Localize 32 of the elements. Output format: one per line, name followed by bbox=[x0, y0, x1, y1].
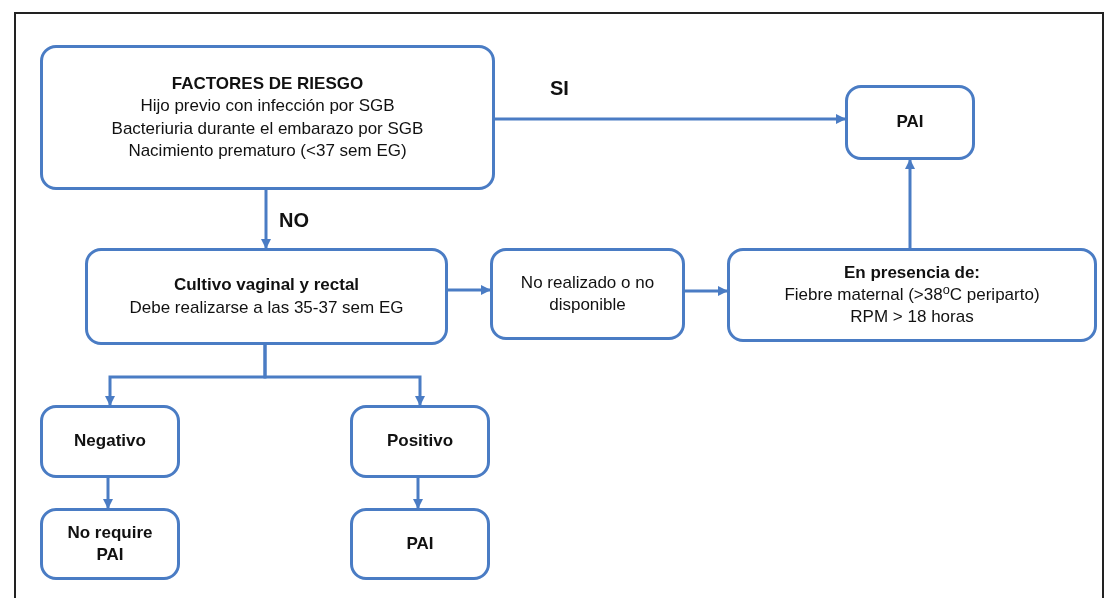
arrow bbox=[263, 345, 425, 406]
arrow bbox=[448, 285, 491, 295]
process-box bbox=[727, 248, 1097, 342]
box-text: Hijo previo con infección por SGB bbox=[140, 95, 395, 118]
process-box bbox=[40, 45, 495, 190]
process-box bbox=[40, 405, 180, 478]
box-text: No realizado o no disponible bbox=[519, 271, 656, 316]
box-heading: PAI bbox=[896, 111, 924, 134]
process-box bbox=[350, 508, 490, 580]
box-text: Nacimiento prematuro (<37 sem EG) bbox=[128, 139, 407, 162]
box-heading: FACTORES DE RIESGO bbox=[171, 73, 364, 96]
box-heading: En presencia de: bbox=[843, 261, 981, 284]
process-box bbox=[40, 508, 180, 580]
box-heading: Negativo bbox=[74, 430, 146, 453]
arrow bbox=[905, 159, 915, 248]
process-box bbox=[85, 248, 448, 345]
box-text: Bacteriuria durante el embarazo por SGB bbox=[111, 117, 424, 140]
arrow bbox=[103, 478, 113, 509]
box-heading: Positivo bbox=[386, 430, 454, 453]
box-heading: No require PAI bbox=[66, 521, 154, 566]
process-box bbox=[490, 248, 685, 340]
process-box bbox=[845, 85, 975, 160]
box-text: Fiebre maternal (>38$^{o}$C periparto) bbox=[784, 283, 1040, 306]
process-box bbox=[350, 405, 490, 478]
box-heading: Cultivo vaginal y rectal bbox=[173, 274, 360, 297]
box-heading: PAI bbox=[406, 532, 434, 555]
arrow bbox=[413, 478, 423, 509]
arrow bbox=[685, 286, 728, 296]
arrow bbox=[261, 190, 271, 249]
arrow bbox=[495, 114, 846, 124]
box-text: RPM > 18 horas bbox=[850, 306, 974, 329]
box-text: Debe realizarse a las 35-37 sem EG bbox=[129, 296, 404, 319]
